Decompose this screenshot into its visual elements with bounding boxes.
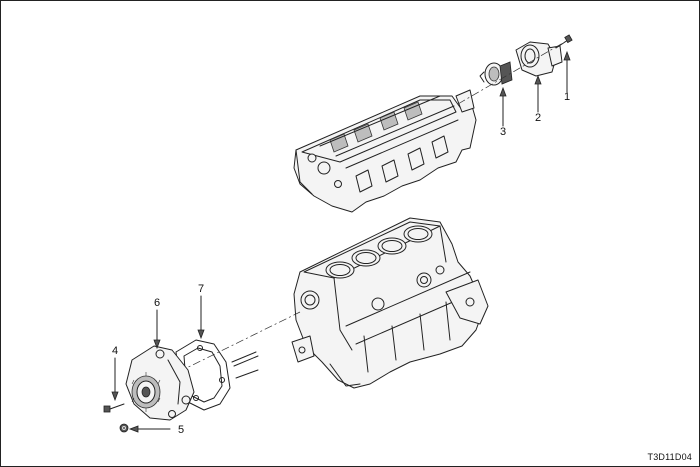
water-pump	[125, 345, 195, 421]
thermostat-housing	[515, 41, 563, 77]
callout-5: 5	[177, 424, 185, 436]
callout-3: 3	[499, 126, 507, 138]
thermostat	[479, 61, 513, 86]
callout-4: 4	[111, 345, 119, 357]
callout-7: 7	[197, 283, 205, 295]
leader-lines	[111, 50, 571, 433]
cylinder-block	[291, 217, 489, 389]
callout-2: 2	[534, 112, 542, 124]
pump-studs	[231, 351, 259, 379]
cylinder-head	[293, 89, 477, 213]
callout-1: 1	[563, 91, 571, 103]
pump-bolt	[103, 403, 125, 413]
callout-6: 6	[153, 297, 161, 309]
drawing-code: T3D11D04	[647, 452, 692, 462]
thermostat-axis-line	[457, 39, 569, 105]
housing-bolt	[555, 34, 573, 49]
pump-nut	[119, 423, 129, 433]
